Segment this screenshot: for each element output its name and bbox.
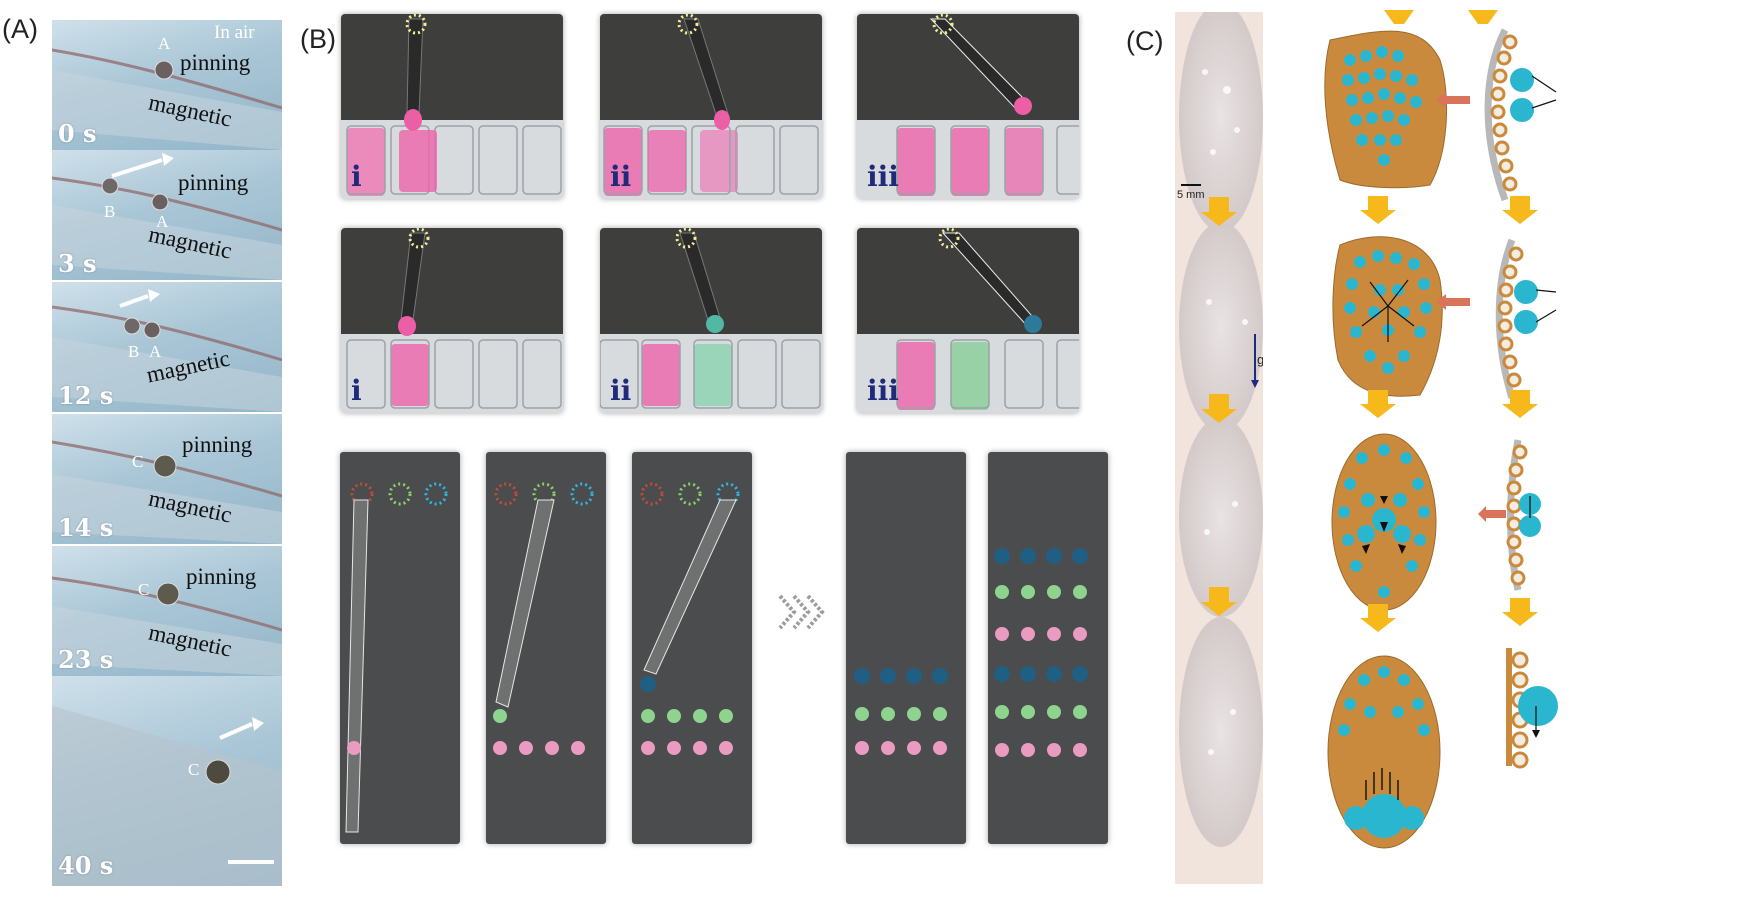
stage-label: ii bbox=[610, 374, 632, 407]
time-label: 40 s bbox=[58, 851, 114, 880]
strip-step-4 bbox=[846, 452, 966, 844]
time-label: 12 s bbox=[58, 381, 114, 410]
droplet-photo-sequence: 5 mm g bbox=[1175, 12, 1263, 884]
middle-row-photo-ii: ii bbox=[600, 228, 822, 413]
droplet-label: B bbox=[104, 202, 116, 221]
strip-step-3 bbox=[632, 452, 752, 844]
panel-c-letter: (C) bbox=[1126, 26, 1164, 56]
droplet-label: C bbox=[188, 760, 200, 779]
panel-b-letter: (B) bbox=[300, 24, 336, 54]
stage-label: i bbox=[351, 374, 362, 407]
frame-14s: C pinning magnetic 14 s bbox=[52, 414, 282, 544]
droplet-label: A bbox=[156, 212, 169, 231]
droplet-label: B bbox=[128, 342, 140, 361]
chevron-arrows-icon bbox=[778, 594, 825, 630]
stage-label: iii bbox=[867, 374, 899, 407]
droplet-label: A bbox=[158, 34, 171, 53]
pinning-label: pinning bbox=[186, 564, 257, 589]
time-label: 23 s bbox=[58, 645, 114, 674]
stage-label: i bbox=[351, 160, 362, 193]
frame-3s: B A pinning magnetic 3 s bbox=[52, 150, 282, 280]
frame-12s: B A magnetic 12 s bbox=[52, 282, 282, 412]
stage-label: iii bbox=[867, 160, 899, 193]
pinning-label: pinning bbox=[178, 170, 249, 195]
droplet-label: C bbox=[132, 452, 144, 471]
panel-a-letter: (A) bbox=[2, 14, 38, 44]
middle-row-photo-i: i bbox=[341, 228, 563, 413]
pinning-label: pinning bbox=[182, 432, 253, 457]
top-row-photo-i: i bbox=[341, 14, 563, 199]
strip-step-2 bbox=[486, 452, 606, 844]
strip-step-1 bbox=[340, 452, 460, 844]
droplet-label: A bbox=[149, 342, 162, 361]
frame-0s: In air A pinning magnetic 0 s bbox=[52, 20, 282, 150]
time-label: 3 s bbox=[58, 249, 97, 278]
time-label: 0 s bbox=[58, 119, 97, 148]
middle-row-photo-iii: iii bbox=[857, 228, 1079, 413]
strip-step-5 bbox=[988, 452, 1108, 844]
time-label: 14 s bbox=[58, 513, 114, 542]
scale-bar-label: 5 mm bbox=[1177, 189, 1205, 201]
top-row-photo-ii: ii bbox=[600, 14, 822, 199]
frame-40s: C 40 s bbox=[52, 676, 282, 886]
stage-label: ii bbox=[610, 160, 632, 193]
gravity-label: g bbox=[1257, 352, 1263, 367]
droplet-label: C bbox=[138, 580, 150, 599]
panel-c-schematic bbox=[1324, 10, 1558, 849]
in-air-label: In air bbox=[214, 22, 255, 43]
top-row-photo-iii: iii bbox=[857, 14, 1079, 199]
frame-23s: C pinning magnetic 23 s bbox=[52, 546, 282, 676]
pinning-label: pinning bbox=[180, 50, 251, 75]
